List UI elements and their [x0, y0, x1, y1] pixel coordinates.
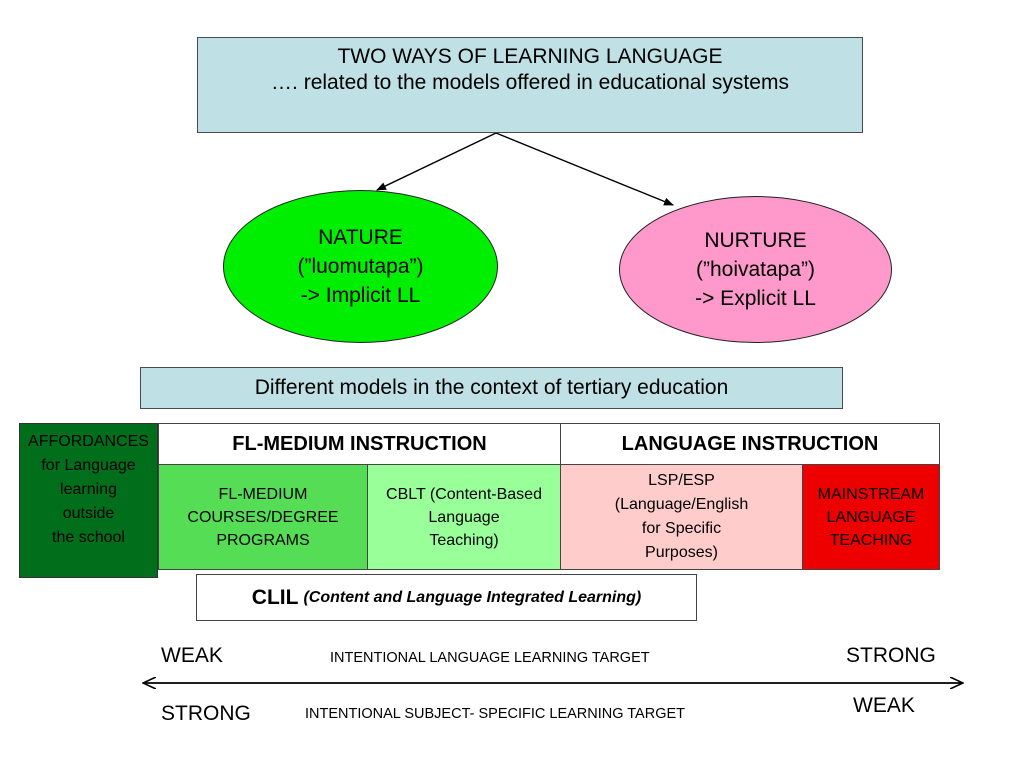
cell-line: LSP/ESP: [648, 472, 715, 489]
affordances-box: AFFORDANCES for Language learning outsid…: [19, 423, 158, 578]
cell-line: Teaching): [429, 531, 499, 549]
lsp-esp-cell: LSP/ESP (Language/English for Specific P…: [560, 464, 803, 570]
nurture-line-1: NURTURE: [704, 229, 807, 252]
models-heading-box: Different models in the context of terti…: [140, 367, 843, 409]
title-line-2: …. related to the models offered in educ…: [271, 71, 789, 94]
affordances-line: AFFORDANCES: [28, 433, 149, 450]
nature-line-2: (”luomutapa”): [297, 255, 424, 278]
cell-line: for Specific: [641, 520, 722, 537]
fl-medium-instruction-label: FL-MEDIUM INSTRUCTION: [232, 432, 487, 455]
nurture-ellipse: NURTURE (”hoivatapa”) -> Explicit LL: [619, 196, 892, 343]
models-heading: Different models in the context of terti…: [254, 376, 729, 399]
nurture-line-2: (”hoivatapa”): [695, 258, 816, 281]
scale-weak-right: WEAK: [853, 694, 915, 717]
clil-box: CLIL (Content and Language Integrated Le…: [196, 574, 697, 621]
scale-weak-left: WEAK: [161, 644, 223, 667]
affordances-line: outside: [62, 505, 115, 522]
title-line-1: TWO WAYS OF LEARNING LANGUAGE: [337, 45, 723, 68]
cell-line: (Language/English: [614, 496, 749, 513]
nature-line-3: -> Implicit LL: [300, 284, 421, 307]
cblt-cell: CBLT (Content-Based Language Teaching): [367, 464, 561, 570]
cell-line: PROGRAMS: [216, 531, 310, 549]
language-instruction-label: LANGUAGE INSTRUCTION: [621, 432, 879, 455]
cell-line: Purposes): [645, 544, 718, 561]
cell-line: LANGUAGE: [826, 508, 916, 526]
affordances-line: for Language: [41, 457, 136, 474]
fl-medium-courses-cell: FL-MEDIUM COURSES/DEGREE PROGRAMS: [158, 464, 368, 570]
scale-strong-right: STRONG: [846, 644, 936, 667]
affordances-line: learning: [60, 481, 117, 498]
scale-language-target: INTENTIONAL LANGUAGE LEARNING TARGET: [330, 650, 650, 666]
language-instruction-header: LANGUAGE INSTRUCTION: [560, 423, 940, 465]
cell-line: FL-MEDIUM: [218, 485, 308, 503]
cell-line: MAINSTREAM: [817, 485, 925, 503]
mainstream-language-teaching-cell: MAINSTREAM LANGUAGE TEACHING: [802, 464, 940, 570]
scale-strong-left: STRONG: [161, 702, 251, 725]
arrow-to-nurture: [495, 132, 674, 206]
affordances-line: the school: [52, 529, 125, 546]
scale-subject-target: INTENTIONAL SUBJECT- SPECIFIC LEARNING T…: [305, 706, 686, 722]
clil-label: CLIL: [251, 585, 299, 609]
fl-medium-instruction-header: FL-MEDIUM INSTRUCTION: [158, 423, 561, 465]
nature-line-1: NATURE: [318, 226, 403, 249]
arrow-to-nature: [376, 132, 497, 191]
clil-description: (Content and Language Integrated Learnin…: [303, 588, 642, 606]
nature-ellipse: NATURE (”luomutapa”) -> Implicit LL: [223, 190, 498, 343]
nurture-line-3: -> Explicit LL: [695, 287, 816, 310]
title-box: TWO WAYS OF LEARNING LANGUAGE …. related…: [197, 37, 863, 133]
cell-line: CBLT (Content-Based: [386, 485, 542, 503]
cell-line: COURSES/DEGREE: [187, 508, 339, 526]
cell-line: Language: [428, 508, 500, 526]
cell-line: TEACHING: [829, 531, 913, 549]
